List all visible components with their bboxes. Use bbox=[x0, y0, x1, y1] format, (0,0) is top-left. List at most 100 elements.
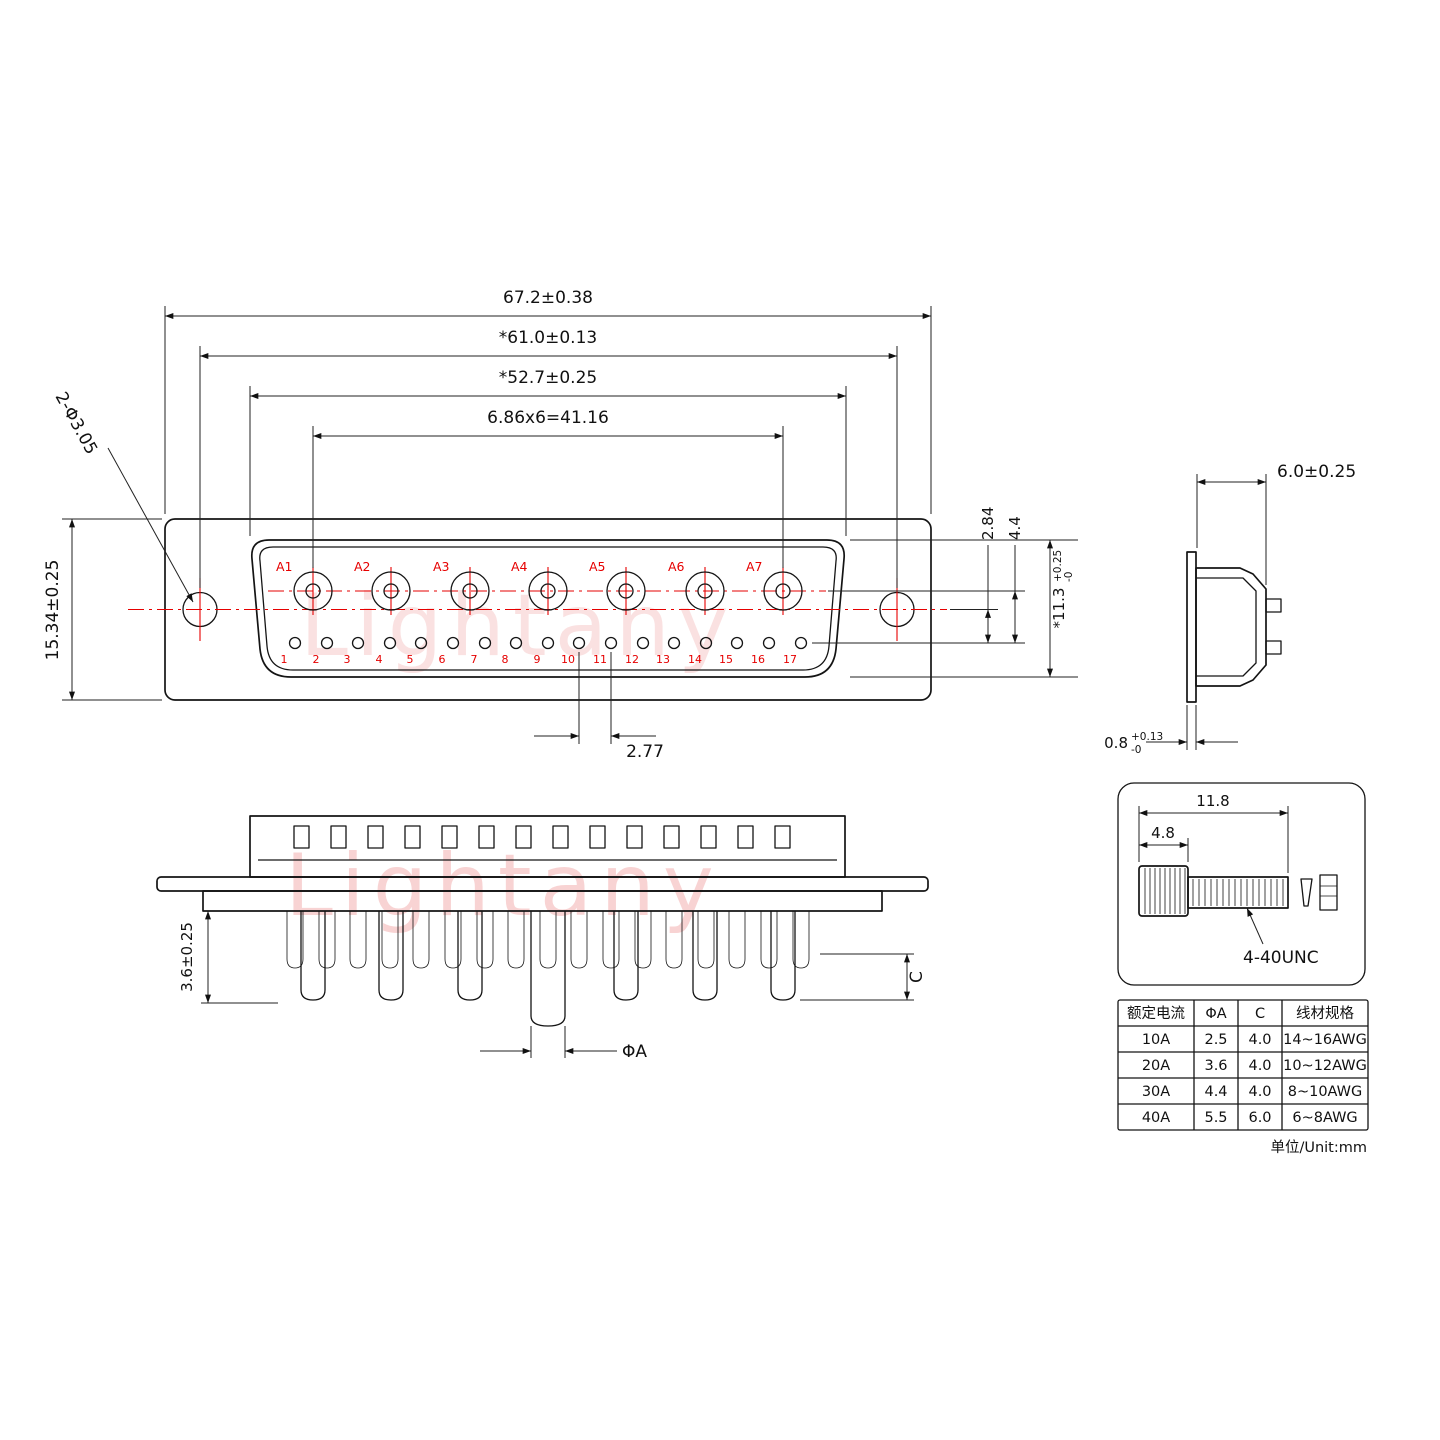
pin-number: 9 bbox=[534, 653, 541, 666]
side-flange bbox=[1186, 551, 1197, 703]
col-header-wire: 线材规格 bbox=[1296, 1005, 1354, 1022]
front-view-dimensions: 67.2±0.38 *61.0±0.13 *52.7±0.25 6.86x6=4… bbox=[43, 288, 1078, 762]
pin-label: A5 bbox=[589, 559, 606, 574]
cell: 8~10AWG bbox=[1288, 1084, 1363, 1100]
front-view: A1 A2 A3 A4 A5 A6 A7 1 2 3 4 5 6 bbox=[43, 288, 1078, 762]
side-shroud-inner bbox=[1196, 577, 1257, 677]
pin-number: 13 bbox=[656, 653, 670, 666]
pin-number: 3 bbox=[344, 653, 351, 666]
pin-number: 8 bbox=[502, 653, 509, 666]
dim-shroud-height: *11.3 +0.25 -0 bbox=[1050, 550, 1075, 629]
side-pin-tab-top bbox=[1265, 598, 1282, 613]
tolerance-lower: -0 bbox=[1063, 572, 1075, 582]
dim-shroud-width: *52.7±0.25 bbox=[499, 368, 597, 388]
col-header-phiA: ΦA bbox=[1205, 1006, 1226, 1022]
tolerance-lower: -0 bbox=[1131, 744, 1141, 756]
dsub-shroud-outer bbox=[250, 539, 846, 678]
pin-number: 6 bbox=[439, 653, 446, 666]
cell: 4.4 bbox=[1204, 1084, 1227, 1100]
screw-detail: 11.8 4.8 4-40UNC bbox=[1117, 782, 1366, 986]
table-border bbox=[1117, 999, 1369, 1131]
pin-number: 17 bbox=[783, 653, 797, 666]
unit-note: 单位/Unit:mm bbox=[1270, 1139, 1367, 1156]
dim-height: 15.34±0.25 bbox=[43, 560, 63, 661]
screw-dimensions: 11.8 4.8 4-40UNC bbox=[1138, 792, 1319, 968]
power-pin-contacts bbox=[293, 571, 803, 611]
pin-number: 5 bbox=[407, 653, 414, 666]
cell: 5.5 bbox=[1204, 1110, 1227, 1126]
table-row: 10A 2.5 4.0 14~16AWG bbox=[1142, 1032, 1367, 1048]
pin-label: A3 bbox=[433, 559, 450, 574]
cell: 10~12AWG bbox=[1283, 1058, 1367, 1074]
dim-hole-span: *61.0±0.13 bbox=[499, 328, 597, 348]
cell: 4.0 bbox=[1248, 1032, 1271, 1048]
screw-head-knurl bbox=[1144, 868, 1186, 914]
pin-number: 1 bbox=[281, 653, 288, 666]
dim-big-pin-diameter: ΦA bbox=[622, 1042, 647, 1062]
rear-view: 3.6±0.25 ΦA C bbox=[156, 815, 929, 1062]
solder-cups-small bbox=[286, 911, 810, 969]
watermark: Lightany Lightany bbox=[285, 576, 729, 936]
dsub-shroud-inner bbox=[259, 546, 837, 671]
screw-thread bbox=[1192, 879, 1284, 906]
dim-shroud-height-value: *11.3 bbox=[1050, 588, 1068, 629]
dim-depth: 6.0±0.25 bbox=[1277, 462, 1356, 482]
center-power-cup bbox=[530, 911, 566, 1027]
dim-pin-pitch: 6.86x6=41.16 bbox=[487, 408, 609, 428]
pin-number: 4 bbox=[376, 653, 383, 666]
pin-number: 14 bbox=[688, 653, 702, 666]
signal-pin-numbers: 1 2 3 4 5 6 7 8 9 10 11 12 13 14 15 16 1… bbox=[281, 653, 798, 666]
tolerance-upper: +0.13 bbox=[1131, 731, 1163, 743]
table-row: 40A 5.5 6.0 6~8AWG bbox=[1142, 1110, 1358, 1126]
pin-number: 16 bbox=[751, 653, 765, 666]
screw-head bbox=[1138, 865, 1189, 917]
rear-shell-slots bbox=[293, 825, 791, 849]
side-view: 6.0±0.25 0.8 +0.13 -0 bbox=[1104, 462, 1356, 756]
watermark-text: Lightany bbox=[285, 836, 722, 936]
dim-flange-thickness: 0.8 bbox=[1104, 734, 1128, 752]
dim-overall-width: 67.2±0.38 bbox=[503, 288, 593, 308]
cell: 4.0 bbox=[1248, 1084, 1271, 1100]
thread-spec-label: 4-40UNC bbox=[1243, 948, 1319, 968]
screw-accessory-pin bbox=[1300, 878, 1313, 907]
screw-detail-box bbox=[1117, 782, 1366, 986]
rear-view-dimensions: 3.6±0.25 ΦA C bbox=[178, 911, 927, 1062]
dim-small-pitch: 2.77 bbox=[626, 742, 664, 762]
pin-number: 15 bbox=[719, 653, 733, 666]
cell: 40A bbox=[1142, 1110, 1170, 1126]
pin-label: A7 bbox=[746, 559, 763, 574]
dim-small-cup-diameter: C bbox=[907, 971, 927, 983]
cell: 10A bbox=[1142, 1032, 1170, 1048]
power-pin-labels: A1 A2 A3 A4 A5 A6 A7 bbox=[276, 559, 763, 574]
table-row: 30A 4.4 4.0 8~10AWG bbox=[1142, 1084, 1362, 1100]
pin-number: 10 bbox=[561, 653, 575, 666]
centerlines bbox=[128, 567, 947, 641]
pin-label: A1 bbox=[276, 559, 293, 574]
rear-insulator bbox=[202, 890, 883, 912]
cell: 3.6 bbox=[1204, 1058, 1227, 1074]
pin-number: 12 bbox=[625, 653, 639, 666]
dim-cup-length: 3.6±0.25 bbox=[178, 922, 196, 992]
cell: 30A bbox=[1142, 1084, 1170, 1100]
cell: 14~16AWG bbox=[1283, 1032, 1367, 1048]
screw-accessory-nut bbox=[1319, 874, 1338, 911]
spec-table: 额定电流 ΦA C 线材规格 10A 2.5 4.0 14~16AWG 20A … bbox=[1117, 999, 1369, 1156]
side-pin-tab-bottom bbox=[1265, 640, 1282, 655]
dim-mount-holes: 2-Φ3.05 bbox=[51, 389, 102, 458]
tolerance-upper: +0.25 bbox=[1052, 550, 1064, 582]
dim-row-gap: 4.4 bbox=[1006, 516, 1024, 540]
dim-screw-length: 11.8 bbox=[1196, 792, 1229, 810]
dim-screw-head: 4.8 bbox=[1151, 824, 1175, 842]
col-header-C: C bbox=[1255, 1006, 1265, 1022]
solder-cups-large bbox=[300, 911, 796, 1027]
cell: 20A bbox=[1142, 1058, 1170, 1074]
signal-pin-contacts bbox=[288, 636, 808, 650]
pin-label: A2 bbox=[354, 559, 371, 574]
screw-shaft bbox=[1187, 876, 1289, 909]
pin-number: 2 bbox=[313, 653, 320, 666]
table-row: 20A 3.6 4.0 10~12AWG bbox=[1142, 1058, 1367, 1074]
dim-row-offset: 2.84 bbox=[979, 507, 997, 540]
side-view-dimensions: 6.0±0.25 0.8 +0.13 -0 bbox=[1104, 462, 1356, 756]
